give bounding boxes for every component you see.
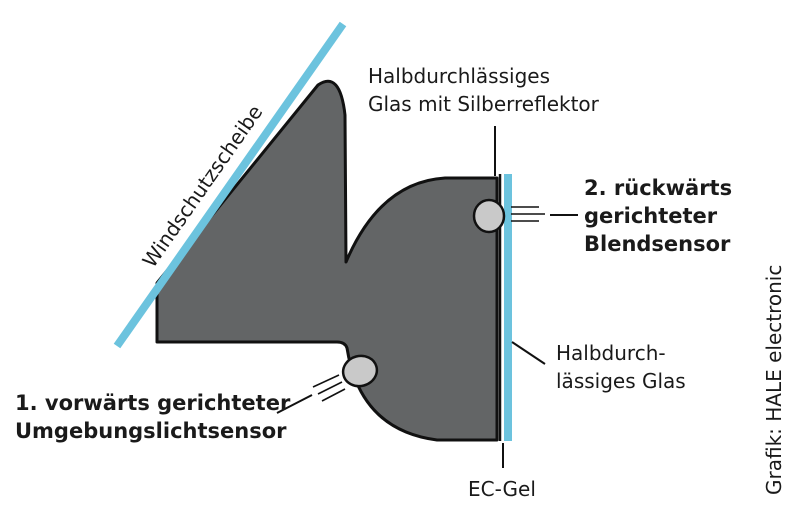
semi-glass-label-line2: lässiges Glas	[556, 369, 686, 393]
rear-glare-sensor	[472, 198, 506, 234]
ec-gel-label: EC-Gel	[468, 477, 536, 501]
leader-front-sensor	[276, 394, 313, 414]
windshield-line	[113, 21, 347, 349]
silver-glass-label-line2: Glas mit Silberreflektor	[368, 92, 600, 116]
semi-glass-label-line1: Halbdurch-	[556, 341, 666, 365]
silver-glass-label-line1: Halbdurchlässiges	[368, 64, 550, 88]
front-ambient-sensor	[341, 354, 379, 388]
rear-sensor-label-line2: gerichteter	[584, 204, 718, 228]
front-sensor-label-line2: Umgebungslichtsensor	[15, 419, 287, 443]
front-sensor-rays	[312, 374, 346, 402]
image-credit: Grafik: HALE electronic	[762, 265, 786, 495]
rear-sensor-rays	[511, 206, 545, 222]
rear-sensor-label-line1: 2. rückwärts	[584, 176, 732, 200]
front-sensor-label-line1: 1. vorwärts gerichteter	[15, 391, 291, 415]
mirror-housing	[155, 79, 499, 442]
leader-semi-glass	[511, 341, 546, 365]
rear-sensor-label-line3: Blendsensor	[584, 232, 731, 256]
